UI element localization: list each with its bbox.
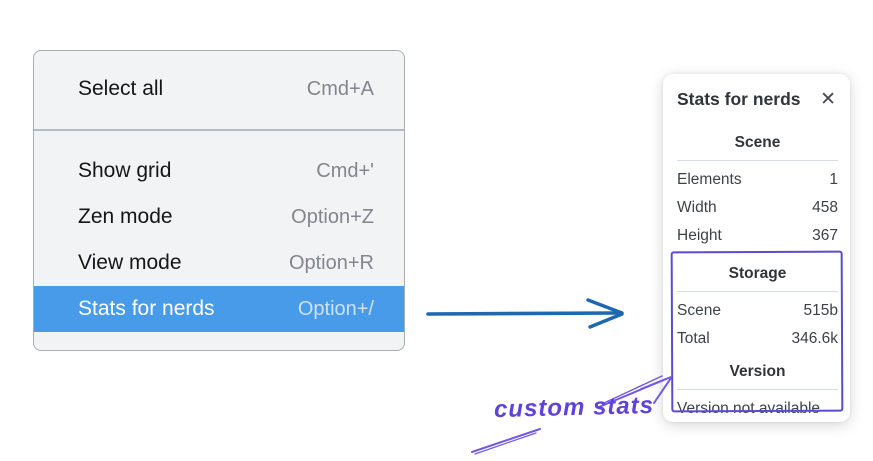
menu-item-select-all[interactable]: Select all Cmd+A [34,66,404,112]
stat-value: 346.6k [791,330,838,347]
stat-label: Scene [677,302,721,319]
menu-item-show-grid[interactable]: Show grid Cmd+' [34,148,404,194]
stat-label: Height [677,227,722,244]
stats-panel-header: Stats for nerds ✕ [677,88,838,110]
custom-stats-underline [471,428,541,455]
menu-item-label: View mode [78,251,182,274]
section-divider [677,160,838,161]
stat-value: 1 [829,171,838,188]
menu-item-label: Zen mode [78,205,173,228]
menu-item-view-mode[interactable]: View mode Option+R [34,240,404,286]
menu-item-shortcut: Cmd+A [306,77,374,100]
menu-item-label: Select all [78,77,164,100]
stats-panel-title: Stats for nerds [677,89,801,109]
version-note: Version not available [677,400,821,417]
section-divider [677,389,838,390]
menu-item-label: Stats for nerds [78,297,215,320]
menu-item-stats-for-nerds[interactable]: Stats for nerds Option+/ [34,286,404,332]
stats-panel: Stats for nerds ✕ Scene Elements 1 Width… [663,74,850,422]
stat-row-height: Height 367 [677,222,838,250]
menu-item-label: Show grid [78,159,172,182]
stat-label: Total [677,330,710,347]
section-heading-scene: Scene [734,134,781,151]
stat-label: Elements [677,171,742,188]
stat-row-total-size: Total 346.6k [677,325,838,353]
stat-row-scene-size: Scene 515b [677,297,838,325]
stat-label: Width [677,199,717,216]
section-heading-version: Version [729,363,786,380]
stat-row-width: Width 458 [677,194,838,222]
menu-separator [34,129,404,131]
close-icon[interactable]: ✕ [820,88,836,110]
section-heading-storage: Storage [728,265,787,282]
menu-item-shortcut: Option+R [288,251,374,274]
stat-value: 367 [812,227,838,244]
menu-item-zen-mode[interactable]: Zen mode Option+Z [34,194,404,240]
section-divider [677,291,838,292]
blue-arrow [426,298,624,329]
menu-item-shortcut: Option+Z [291,205,374,228]
stat-value: 458 [812,199,838,216]
context-menu: Select all Cmd+A Show grid Cmd+' Zen mod… [33,50,405,351]
menu-item-shortcut: Cmd+' [316,159,374,182]
stat-row-elements: Elements 1 [677,166,838,194]
menu-item-shortcut: Option+/ [297,297,374,320]
custom-stats-label: custom stats [493,391,655,424]
stat-value: 515b [803,302,838,319]
